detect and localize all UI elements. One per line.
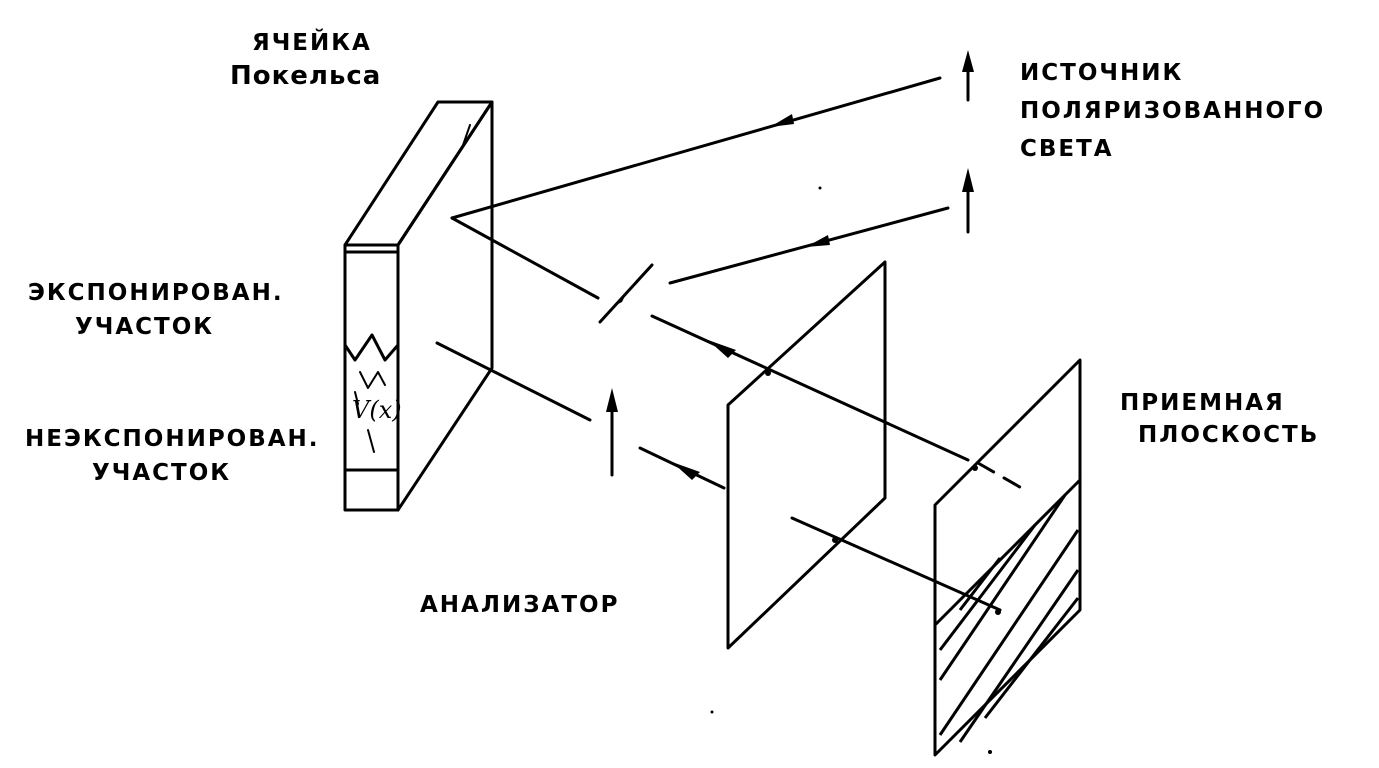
receiving-plane-label-line2: ПЛОСКОСТЬ bbox=[1138, 422, 1319, 448]
ray-intersection bbox=[995, 609, 1001, 615]
reflected-ray-upper-dashed bbox=[976, 461, 1027, 492]
incoming-ray-upper bbox=[450, 76, 942, 220]
pockels-cell-mark bbox=[367, 429, 375, 453]
exposed-area-label-line2: УЧАСТОК bbox=[75, 314, 214, 340]
reflected-ray-upper-b bbox=[650, 314, 970, 462]
unexposed-area-label-line1: НЕЭКСПОНИРОВАН. bbox=[25, 426, 320, 452]
voltage-profile-label: V(x) bbox=[352, 396, 402, 424]
pockels-cell-top-face bbox=[343, 100, 494, 247]
source-label-line2: ПОЛЯРИЗОВАННОГО bbox=[1020, 98, 1325, 124]
receiving-plane-frame bbox=[933, 358, 1082, 757]
pockels-cell-label-line2: Покельса bbox=[230, 61, 381, 91]
pockels-cell-mark bbox=[354, 391, 359, 405]
receiving-plane-label-line1: ПРИЕМНАЯ bbox=[1120, 390, 1285, 416]
source-label-line1: ИСТОЧНИК bbox=[1020, 60, 1183, 86]
unexposed-area-label-line2: УЧАСТОК bbox=[92, 460, 231, 486]
receiving-plane-boundary bbox=[933, 478, 1082, 627]
source-label-line3: СВЕТА bbox=[1020, 136, 1114, 162]
pockels-cell-label-line1: ЯЧЕЙКА bbox=[252, 28, 372, 56]
voltage-profile-curve bbox=[359, 371, 386, 389]
arrowhead bbox=[672, 462, 700, 480]
arrowhead bbox=[708, 340, 736, 358]
ray-intersection bbox=[832, 537, 838, 543]
arrowhead bbox=[770, 114, 794, 127]
pockels-cell: V(x) bbox=[343, 100, 494, 512]
pockels-cell-mark bbox=[461, 124, 471, 149]
receiving-plane-hatching bbox=[938, 494, 1080, 743]
ray-intersection bbox=[972, 465, 978, 471]
scan-speck bbox=[988, 750, 992, 754]
analyzer bbox=[726, 260, 887, 650]
arrowhead bbox=[962, 168, 974, 192]
exposure-boundary bbox=[343, 333, 400, 362]
exposed-area-label-line1: ЭКСПОНИРОВАН. bbox=[28, 280, 284, 306]
scan-speck bbox=[710, 710, 714, 714]
receiving-plane bbox=[933, 358, 1082, 757]
arrowhead bbox=[806, 235, 830, 247]
reflected-ray-upper-a bbox=[450, 216, 600, 300]
arrowhead bbox=[962, 50, 974, 72]
reflected-ray-lower-a bbox=[435, 341, 592, 422]
pockels-cell-side-face bbox=[396, 100, 494, 512]
incoming-rays bbox=[450, 50, 974, 285]
arrowhead bbox=[606, 388, 618, 412]
analyzer-label: АНАЛИЗАТОР bbox=[420, 592, 619, 618]
ray-intersection bbox=[765, 370, 771, 376]
scan-speck bbox=[818, 186, 822, 190]
analyzer-plane bbox=[726, 260, 887, 650]
labels: ЯЧЕЙКА Покельса ИСТОЧНИК ПОЛЯРИЗОВАННОГО… bbox=[25, 28, 1325, 618]
reflected-rays bbox=[435, 216, 1027, 612]
arrowhead bbox=[618, 290, 628, 304]
